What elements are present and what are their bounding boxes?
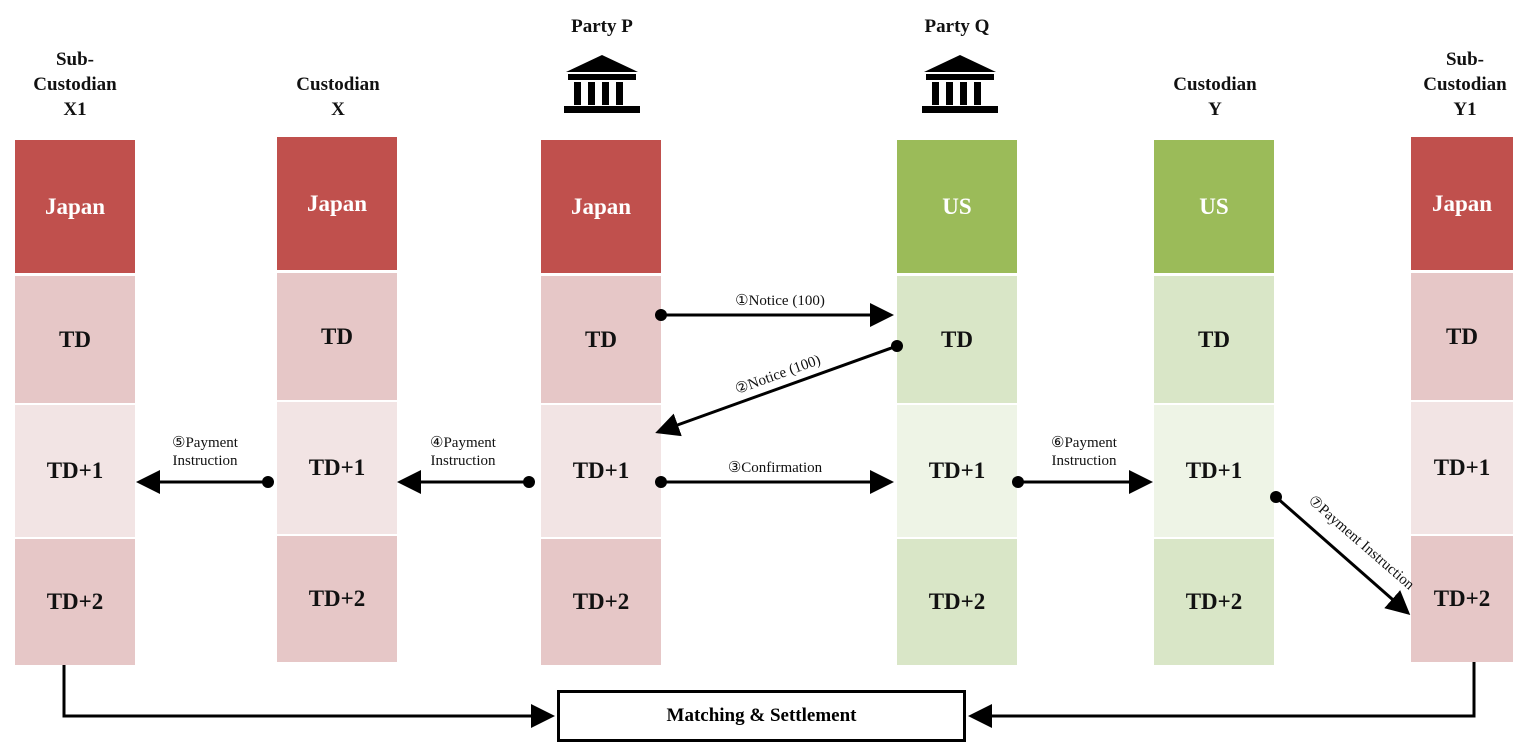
label-line: ④Payment	[430, 435, 496, 451]
bank-building-icon	[564, 55, 640, 113]
label-line: Instruction	[430, 453, 496, 469]
label-line: Instruction	[1051, 453, 1117, 469]
day-cell-td2: TD+2	[15, 539, 135, 665]
label-payment-4: ④Payment Instruction	[408, 434, 518, 470]
column-title-party-q: Party Q	[924, 16, 990, 37]
country-header: Japan	[1411, 137, 1513, 270]
label-line: ⑤Payment	[172, 435, 238, 451]
label-payment-6: ⑥Payment Instruction	[1029, 434, 1139, 470]
day-cell-td2: TD+2	[277, 536, 397, 662]
arrow-notice-q-to-p	[655, 344, 898, 437]
country-header: US	[1154, 140, 1274, 273]
connector-y1-to-settlement	[968, 662, 1476, 728]
column-title-sub-custodian-x1: Sub- Custodian X1	[33, 49, 117, 120]
matching-settlement-box: Matching & Settlement	[557, 690, 966, 742]
day-cell-td1: TD+1	[1411, 402, 1513, 534]
day-cell-td: TD	[1411, 273, 1513, 400]
day-cell-td1: TD+1	[1154, 405, 1274, 537]
day-cell-td: TD	[15, 276, 135, 403]
day-cell-td: TD	[897, 276, 1017, 403]
bank-building-icon	[922, 55, 998, 113]
day-cell-td1: TD+1	[897, 405, 1017, 537]
column-title-sub-custodian-y1: Sub- Custodian Y1	[1423, 49, 1507, 120]
column-title-custodian-x: Custodian X	[296, 74, 380, 120]
day-cell-td1: TD+1	[541, 405, 661, 537]
column-title-party-p: Party P	[571, 16, 633, 37]
day-cell-td1: TD+1	[15, 405, 135, 537]
day-cell-td: TD	[541, 276, 661, 403]
day-cell-td2: TD+2	[541, 539, 661, 665]
column-title-custodian-y: Custodian Y	[1173, 74, 1257, 120]
day-cell-td1: TD+1	[277, 402, 397, 534]
arrow-payment-y-to-y1	[1275, 495, 1411, 615]
label-payment-5: ⑤Payment Instruction	[150, 434, 260, 470]
label-confirmation: ③Confirmation	[727, 460, 823, 476]
label-line: Instruction	[172, 453, 238, 469]
day-cell-td: TD	[277, 273, 397, 400]
label-line: ⑥Payment	[1051, 435, 1117, 451]
day-cell-td: TD	[1154, 276, 1274, 403]
country-header: Japan	[15, 140, 135, 273]
label-notice-1: ①Notice (100)	[735, 293, 825, 309]
day-cell-td2: TD+2	[897, 539, 1017, 665]
country-header: Japan	[277, 137, 397, 270]
connector-x1-to-settlement	[62, 665, 555, 728]
country-header: US	[897, 140, 1017, 273]
day-cell-td2: TD+2	[1154, 539, 1274, 665]
day-cell-td2: TD+2	[1411, 536, 1513, 662]
country-header: Japan	[541, 140, 661, 273]
